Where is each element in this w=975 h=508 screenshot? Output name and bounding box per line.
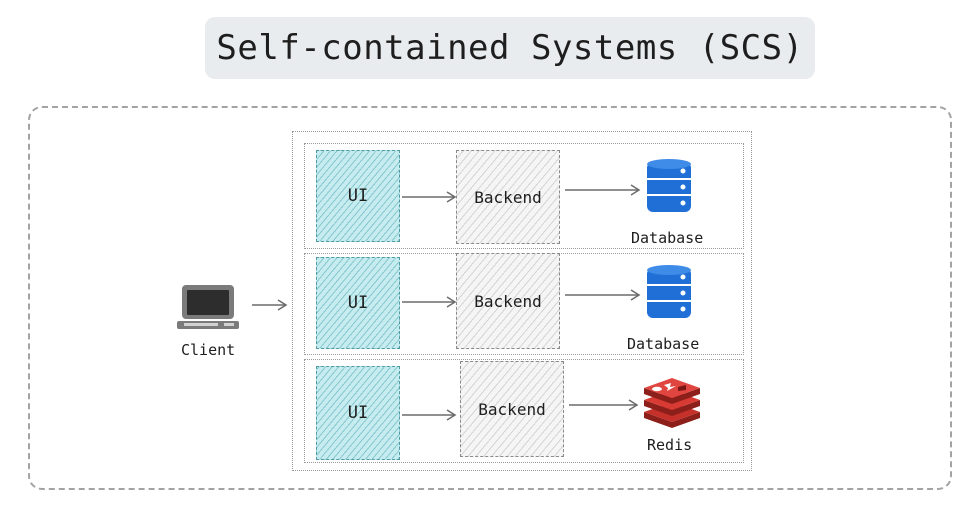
ui-box-1: UI	[316, 150, 400, 242]
ui-label: UI	[347, 293, 369, 313]
arrow-ui-backend-2	[402, 296, 457, 308]
system-row-3	[304, 359, 744, 463]
laptop-icon	[177, 285, 239, 329]
ui-label: UI	[347, 186, 369, 206]
outer-boundary	[28, 106, 952, 490]
backend-label: Backend	[474, 187, 542, 207]
client-label: Client	[181, 341, 236, 359]
backend-label: Backend	[478, 399, 546, 419]
arrow-backend-store-2	[565, 289, 641, 301]
backend-box-1: Backend	[456, 150, 560, 244]
store-label-3: Redis	[647, 436, 693, 454]
ui-box-2: UI	[316, 257, 400, 349]
store-label-1: Database	[631, 229, 704, 247]
arrow-ui-backend-1	[402, 191, 457, 203]
ui-box-3: UI	[316, 366, 400, 460]
client-arrow	[252, 299, 288, 311]
arrow-backend-store-1	[565, 184, 641, 196]
database-icon	[647, 159, 691, 212]
arrow-backend-store-3	[569, 399, 639, 411]
database-icon	[647, 265, 691, 318]
redis-icon	[644, 378, 700, 428]
backend-box-3: Backend	[460, 361, 564, 457]
backend-label: Backend	[474, 291, 542, 311]
diagram-title: Self-contained Systems (SCS)	[205, 17, 815, 79]
arrow-ui-backend-3	[402, 409, 457, 421]
scs-group	[292, 131, 752, 471]
ui-label: UI	[347, 403, 369, 423]
system-row-1	[304, 143, 744, 249]
store-label-2: Database	[627, 335, 700, 353]
backend-box-2: Backend	[456, 253, 560, 349]
